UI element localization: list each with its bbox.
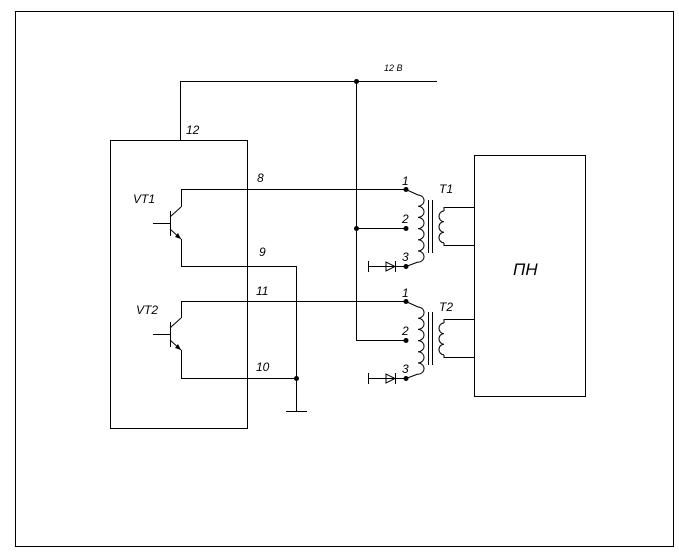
wire-pin-10 [181,376,299,381]
wire-pin-11 [181,299,409,304]
wire-center-tap-t1 [354,226,409,231]
pin-label-11: 11 [256,284,268,298]
wire-pin-9 [181,266,297,411]
tap-label-t1-1: 1 [402,174,409,188]
pin-label-8: 8 [257,171,264,185]
diode-t2 [368,373,409,384]
converter-label: ПН [513,260,538,279]
pin-label-12: 12 [186,123,200,137]
diode-t1 [368,261,409,272]
pin-label-9: 9 [259,245,266,259]
tap-label-t1-2: 2 [401,212,409,226]
transistor-vt1 [153,189,182,266]
pin-label-10: 10 [256,360,270,374]
transistor-label-vt2: VT2 [136,303,158,317]
tap-label-t2-2: 2 [401,324,409,338]
transistor-label-vt1: VT1 [133,192,155,206]
tap-label-t2-3: 3 [402,362,409,376]
module-block [110,140,248,429]
supply-label: 12 В [384,63,403,73]
transformer-label-t2: T2 [439,300,453,314]
tap-label-t2-1: 1 [402,286,409,300]
transformer-t1 [405,189,475,267]
tap-label-t1-3: 3 [402,250,409,264]
converter-block [474,155,586,397]
wire-pin-8 [181,187,409,192]
supply-rail [180,79,437,340]
drawing-frame [15,11,674,547]
transformer-label-t1: T1 [439,182,453,196]
wire-center-tap-t2 [356,338,409,343]
transistor-vt2 [153,301,182,378]
transformer-t2 [405,301,475,379]
